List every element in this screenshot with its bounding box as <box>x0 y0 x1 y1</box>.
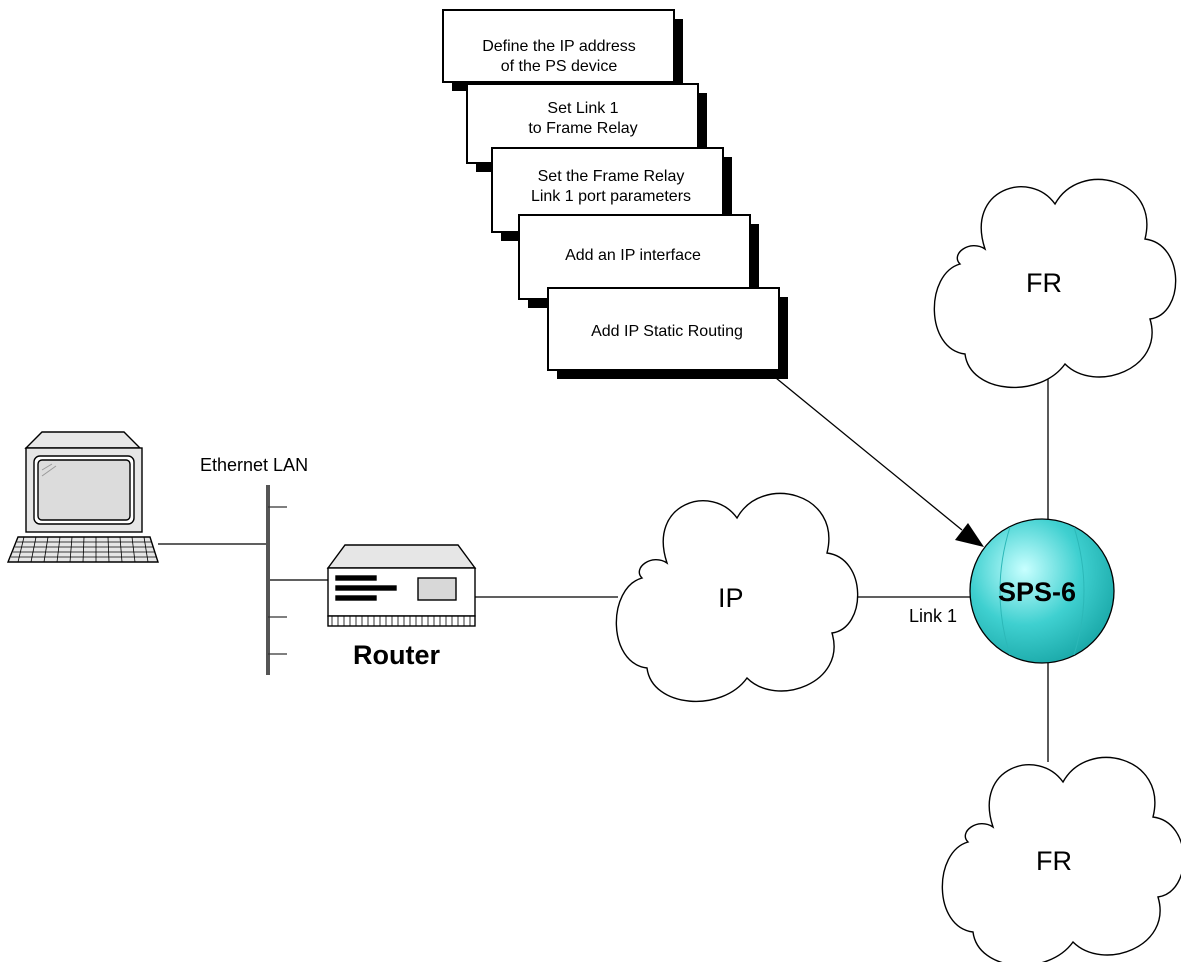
router-icon <box>326 544 477 627</box>
fr-cloud-bottom-label: FR <box>1036 846 1072 876</box>
router-label: Router <box>353 640 440 670</box>
sps6-label: SPS-6 <box>998 577 1076 607</box>
step-text: Set Link 1 <box>547 100 618 117</box>
step-text: to Frame Relay <box>528 120 637 137</box>
step-text: Link 1 port parameters <box>531 188 691 205</box>
step-card: Add IP Static Routing <box>547 287 788 379</box>
ethernet-lan-label: Ethernet LAN <box>200 455 308 475</box>
step-text: of the PS device <box>501 58 618 75</box>
computer-icon <box>6 431 159 563</box>
link-1-label: Link 1 <box>909 606 957 626</box>
ip-cloud-label: IP <box>718 583 744 613</box>
ethernet-bus <box>266 485 287 675</box>
connections <box>158 377 1049 762</box>
step-text: Define the IP address <box>482 38 636 55</box>
fr-cloud-top-label: FR <box>1026 268 1062 298</box>
arrow-head <box>955 523 984 547</box>
step-text: Set the Frame Relay <box>538 168 685 185</box>
steps-to-sps-arrow-line <box>775 377 963 531</box>
step-card: Define the IP address of the PS device <box>442 9 683 91</box>
step-text: Add an IP interface <box>565 247 701 264</box>
step-text: Add IP Static Routing <box>591 323 743 340</box>
sps6-device <box>969 518 1115 664</box>
